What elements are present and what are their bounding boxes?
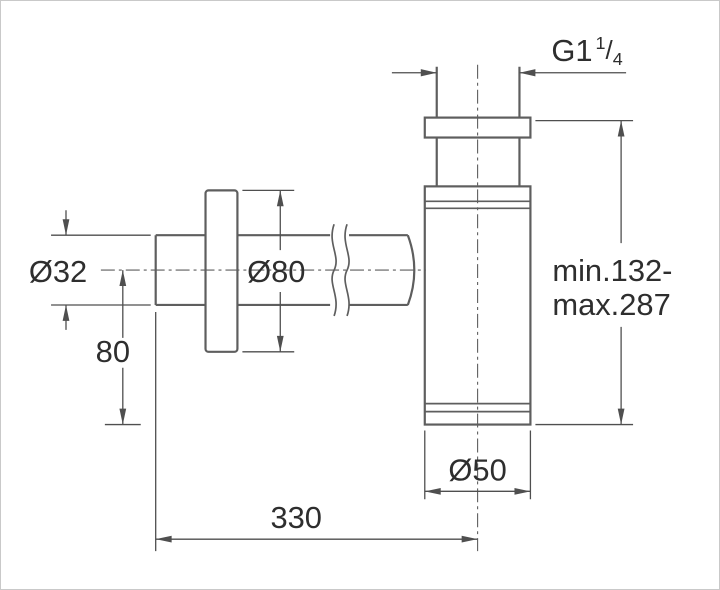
height-range-label-line2: max.287 — [552, 287, 670, 322]
thread-numerator: 1 — [596, 33, 606, 53]
dim-overall-length: 330 — [155, 311, 478, 552]
dim-330-lines — [155, 311, 478, 552]
neck — [435, 137, 521, 187]
rosette-diameter-label: Ø80 — [247, 254, 305, 289]
dim-body-diameter: Ø50 — [424, 430, 532, 500]
dim-rosette-diameter: Ø80 — [242, 189, 305, 353]
threaded-inlet-pipe — [435, 66, 521, 118]
dim-80-arrows — [119, 270, 127, 425]
thread-slash: / — [605, 37, 613, 65]
body-diameter-label: Ø50 — [448, 452, 506, 487]
pipe-diameter-label: Ø32 — [29, 254, 87, 289]
axis-to-bottom-label: 80 — [96, 334, 130, 369]
dim-axis-to-bottom: 80 — [96, 270, 141, 426]
dim-rosette-lines — [242, 189, 295, 353]
overall-length-label: 330 — [270, 500, 322, 535]
dim-height-lines — [535, 119, 634, 426]
wall-rosette — [204, 189, 239, 353]
wall-pipe — [154, 234, 408, 307]
height-range-label-line1: min.132- — [552, 253, 672, 288]
dim-height-range: min.132- max.287 — [535, 119, 672, 426]
thread-base: G1 — [551, 33, 592, 68]
inlet-cap-curve — [406, 234, 416, 306]
trap-figure — [154, 66, 532, 426]
dim-pipe-diameter: Ø32 — [29, 210, 151, 330]
dim-50-lines — [424, 430, 532, 500]
dim-pipe-lines — [51, 210, 151, 330]
thread-denominator: 4 — [613, 49, 623, 69]
